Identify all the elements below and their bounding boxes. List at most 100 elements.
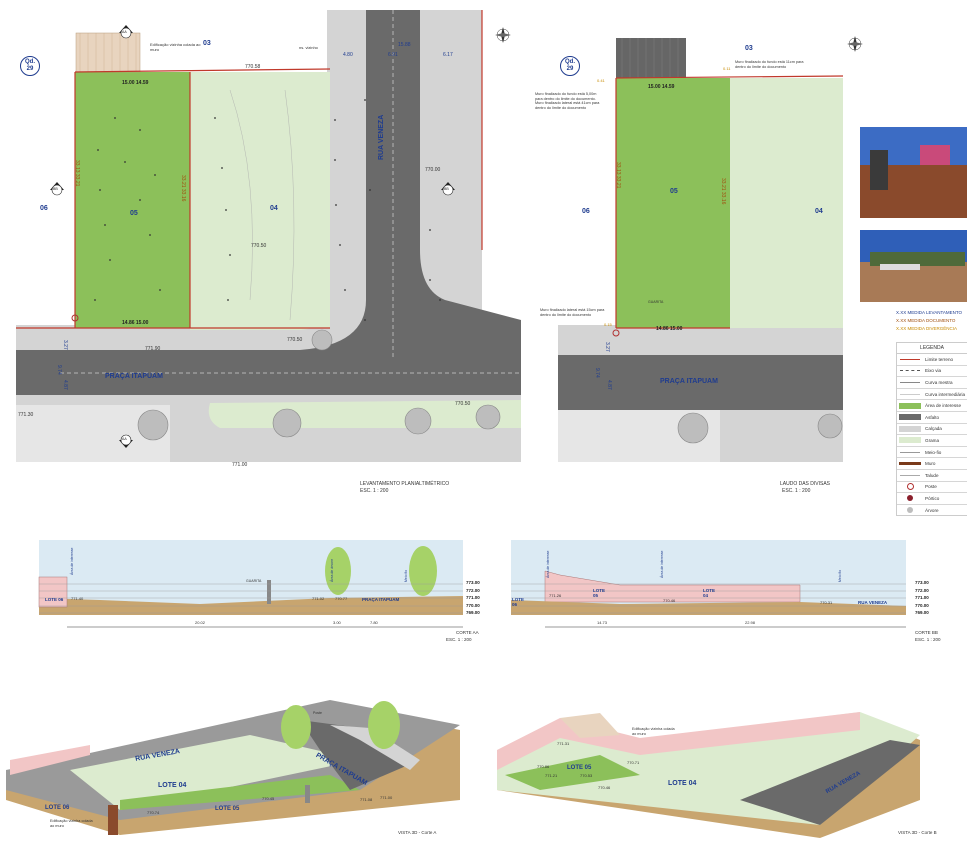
section-bb-dim-1: 22.98: [745, 620, 756, 625]
legend-measures: X.XX MEDIDA LEVANTAMENTO X.XX MEDIDA DOC…: [896, 310, 966, 331]
lot-04-label-right: 04: [815, 208, 823, 215]
qd-number: 29: [566, 66, 574, 72]
legend-item-label: Asfalto: [925, 414, 940, 420]
level-bottom: 771.00: [232, 462, 248, 468]
view-b-lot04: LOTE 04: [668, 780, 697, 787]
legend-item-label: Curva mestra: [925, 379, 953, 385]
section-aa: [38, 540, 463, 628]
dim-walk-c-right: 4.87: [606, 380, 612, 390]
tree-icon: [475, 404, 501, 430]
note-neighbor: ns. vizinho: [299, 45, 318, 50]
view-a-spot-3: 771.00: [380, 795, 393, 800]
view-b-spot-0: 771.31: [557, 741, 570, 746]
legend-item: Muro: [897, 458, 967, 470]
legend-item: Eixo via: [897, 366, 967, 378]
legend-item-label: Muro: [925, 461, 936, 467]
north-arrow-icon: [847, 36, 863, 52]
dim-side-right-right: 33.21 33.16: [720, 178, 726, 205]
note-left-right: Muro finalizado do fundo está 5,00m para…: [535, 92, 600, 110]
view-b-spot-5: 770.46: [598, 785, 611, 790]
view-a-title: VISTA 3D - Corte A: [398, 830, 437, 835]
section-aa-title: CORTE AA: [456, 630, 479, 635]
plan-right-scale: ESC. 1 : 200: [782, 488, 811, 494]
legend-measure-survey: X.XX MEDIDA LEVANTAMENTO: [896, 310, 963, 315]
note-bottom-right: Muro finalizado lateral está 15cm para d…: [540, 308, 605, 317]
section-aa-dim-1: 3.00: [333, 620, 341, 625]
neighbor-building: [75, 32, 141, 73]
neighbor-building-right: [616, 38, 686, 78]
view-a-note: Edificação vizinha colada ao muro: [50, 819, 93, 828]
legend-box: LEGENDA Limite terreno Eixo via Curva me…: [896, 342, 967, 517]
boundary-lines: [16, 10, 483, 329]
section-bb-level-3: 770.00: [915, 603, 929, 608]
lot-04-label: 04: [270, 205, 278, 212]
section-bb-spot-1: 770.46: [663, 598, 676, 603]
legend-item-label: Calçada: [925, 426, 942, 432]
legend-measure-text: MEDIDA DOCUMENTO: [907, 318, 956, 323]
section-bb-curb: Meio fio: [838, 569, 842, 582]
dim-side-left-right: 33.13 33.21: [615, 162, 621, 189]
legend-item: Curva intermediária: [897, 389, 967, 401]
tree-icon: [325, 547, 351, 595]
view-b-spot-3: 770.53: [580, 773, 593, 778]
dim-street-w: 15.88: [398, 42, 411, 48]
legend-measure-document: X.XX MEDIDA DOCUMENTO: [896, 318, 956, 323]
tree-icon: [817, 413, 843, 439]
tree-icon: [409, 546, 437, 596]
section-bb-lot04: LOTE 04: [703, 588, 715, 598]
dim-walk-a: 3.27: [62, 340, 68, 350]
legend-item-label: Eixo via: [925, 368, 942, 374]
note-top-right: Muro finalizado do fundo está 11cm para …: [735, 60, 804, 69]
section-bb-lot05: LOTE 05: [593, 588, 605, 598]
section-aa-level-4: 769.00: [466, 610, 480, 615]
street-label: RUA VENEZA: [378, 114, 385, 160]
legend-item: Meio-fio: [897, 447, 967, 459]
legend-item: Talude: [897, 470, 967, 482]
tree-icon: [404, 407, 432, 435]
section-aa-curb: Meio fio: [404, 569, 408, 582]
section-bb-street: RUA VENEZA: [858, 600, 888, 605]
level-sq-right: 770.50: [455, 401, 471, 407]
view-b-note: Edificação vizinha colada ao muro: [632, 727, 675, 736]
section-bb-title: CORTE BB: [915, 630, 938, 635]
site-photo-1: [860, 127, 967, 218]
section-bb-area1: Área de interesse: [546, 550, 550, 578]
dim-street-c: 6.17: [443, 52, 453, 58]
dim-nw: 0.41: [597, 78, 605, 83]
legend-item-label: Área de interesse: [925, 403, 962, 409]
legend-item: Grama: [897, 435, 967, 447]
section-bb-spot-2: 770.31: [820, 600, 833, 605]
section-aa-level-0: 773.00: [466, 580, 480, 585]
legend-item-label: Poste: [925, 484, 937, 490]
cut-bb-right: BB: [444, 187, 449, 191]
legend-item: Calçada: [897, 424, 967, 436]
legend-item: Limite terreno: [897, 354, 967, 366]
section-bb-scale: ESC. 1 : 200: [915, 637, 941, 642]
view-b-title: VISTA 3D - Corte B: [898, 830, 937, 835]
cut-aa-bottom: AA: [122, 437, 127, 441]
dim-walk-c: 4.87: [62, 380, 68, 390]
legend-title: LEGENDA: [897, 343, 967, 354]
level-sq-left: 771.90: [145, 346, 161, 352]
dim-front-bottom: 14.86 15.00: [122, 320, 149, 326]
view-a-spot-0: 770.74: [147, 810, 160, 815]
lot-04-area-right: [730, 78, 843, 328]
legend-item-label: Talude: [925, 472, 939, 478]
note-building: Edificação vizinha colada ao muro: [150, 42, 201, 52]
dim-walk-b: 9.74: [56, 365, 62, 375]
section-bb: [511, 540, 906, 628]
lot-05-area-right: [616, 78, 730, 328]
view-b-lot05: LOTE 05: [567, 765, 592, 771]
level-curb: 770.50: [287, 337, 303, 343]
spot-levels: [94, 99, 441, 321]
tree-icon: [368, 701, 400, 749]
lot-05-area: [75, 72, 190, 328]
view-a-lot05: LOTE 05: [215, 806, 240, 812]
view-b-street: RUA VENEZA: [825, 770, 862, 796]
level-top: 770.58: [245, 64, 261, 70]
north-arrow-icon: [495, 27, 511, 43]
section-bb-level-0: 773.00: [915, 580, 929, 585]
view-b-spot-1: 770.86: [537, 764, 550, 769]
legend-item: Área de interesse: [897, 400, 967, 412]
